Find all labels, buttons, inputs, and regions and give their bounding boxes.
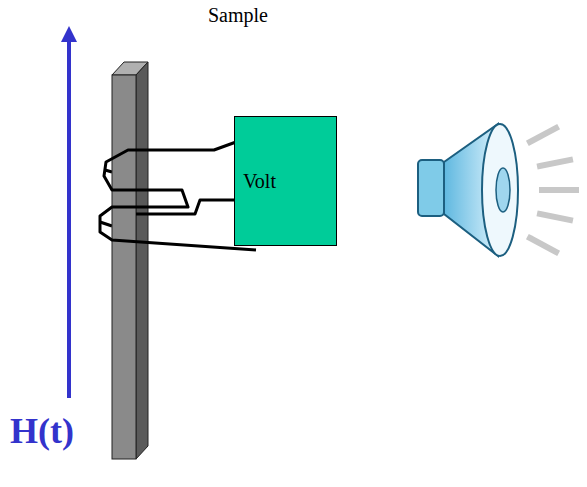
voltmeter-box: Volt bbox=[234, 116, 337, 246]
field-label: H(t) bbox=[10, 410, 74, 452]
sample-label: Sample bbox=[208, 4, 268, 27]
pickup-coil bbox=[100, 142, 256, 250]
field-arrow bbox=[67, 34, 71, 398]
sound-waves bbox=[530, 128, 576, 252]
speaker-icon bbox=[418, 124, 518, 256]
meter-label: Volt bbox=[243, 170, 328, 193]
sample-bar bbox=[112, 62, 148, 459]
